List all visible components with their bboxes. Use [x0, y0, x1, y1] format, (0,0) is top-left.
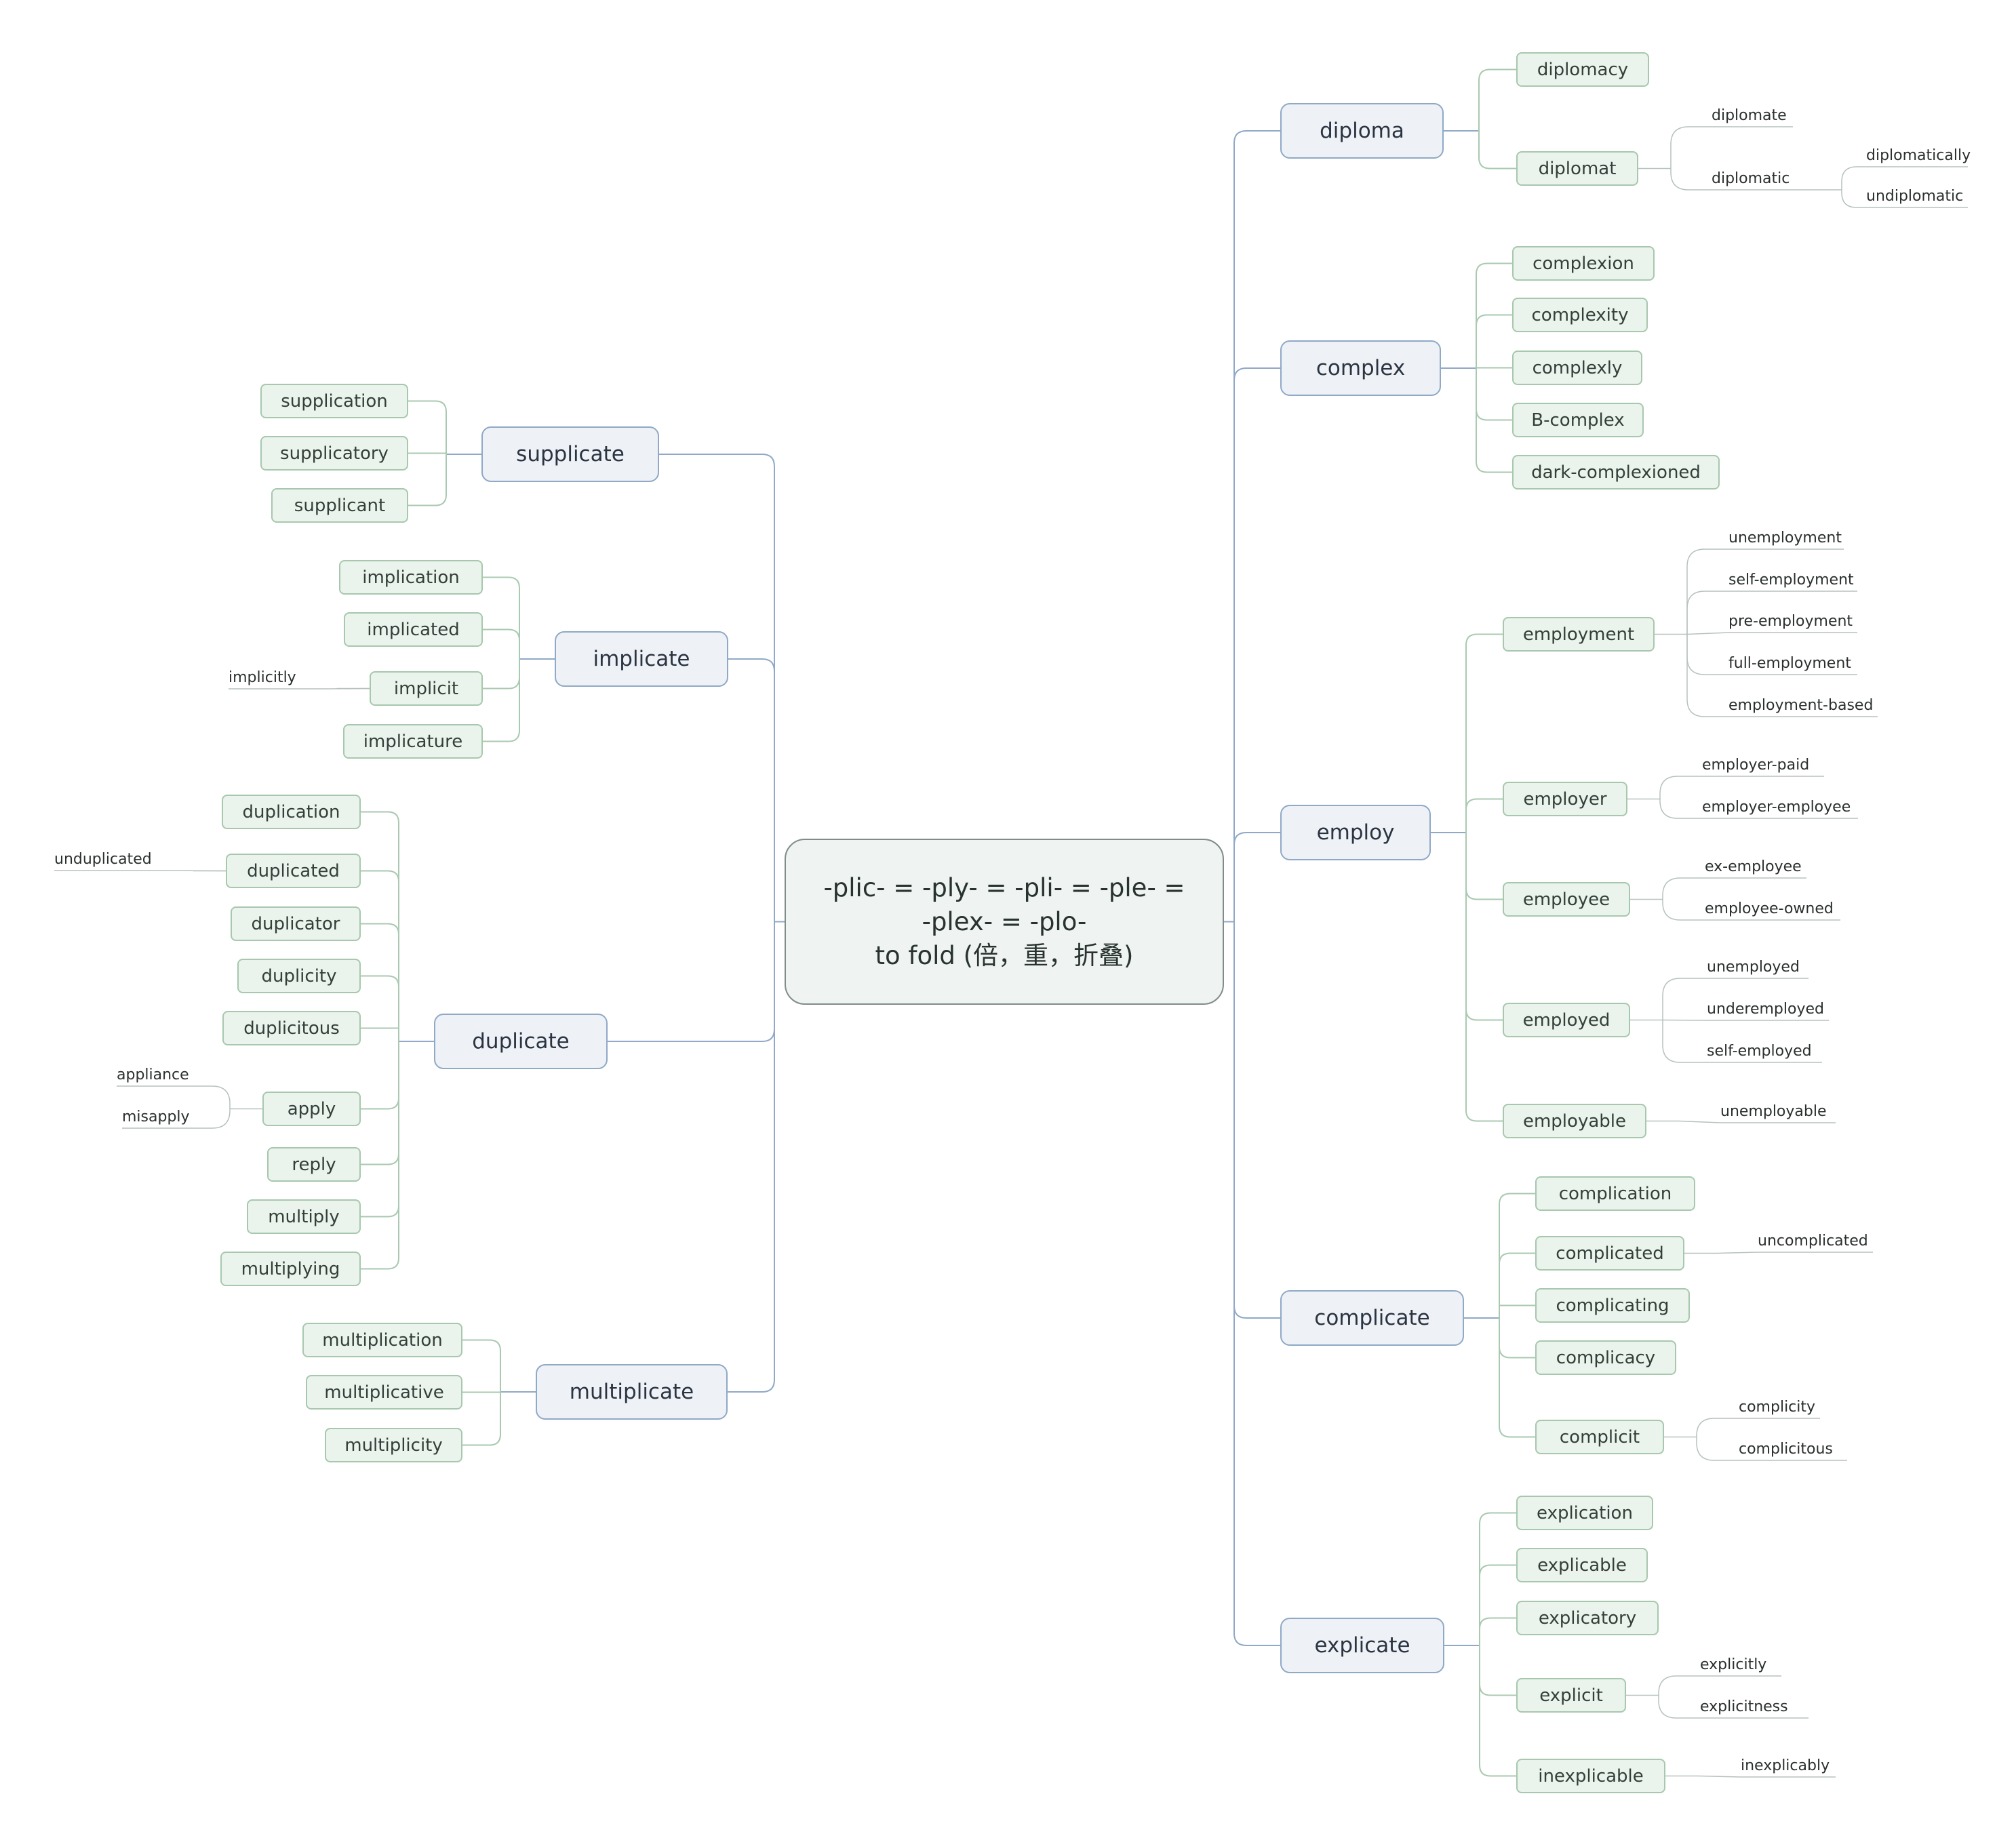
- word-employment-based[interactable]: employment-based: [1728, 697, 1874, 714]
- word-unemployable[interactable]: unemployable: [1720, 1103, 1827, 1120]
- word-employer-paid[interactable]: employer-paid: [1702, 757, 1810, 774]
- topic-supplication[interactable]: supplication: [260, 384, 408, 418]
- word-unemployment[interactable]: unemployment: [1728, 530, 1842, 546]
- branch-diploma[interactable]: diploma: [1280, 103, 1444, 159]
- word-complicity[interactable]: complicity: [1739, 1399, 1816, 1416]
- topic-diplomacy[interactable]: diplomacy: [1516, 52, 1649, 87]
- topic-duplication[interactable]: duplication: [222, 795, 361, 829]
- branch-complicate[interactable]: complicate: [1280, 1290, 1464, 1346]
- branch-implicate[interactable]: implicate: [555, 631, 728, 687]
- branch-supplicate[interactable]: supplicate: [481, 426, 659, 482]
- topic-dark-complexioned[interactable]: dark-complexioned: [1512, 455, 1720, 490]
- word-full-employment[interactable]: full-employment: [1728, 655, 1851, 672]
- topic-employment[interactable]: employment: [1503, 617, 1655, 652]
- word-self-employed[interactable]: self-employed: [1707, 1043, 1812, 1060]
- topic-complexity[interactable]: complexity: [1512, 298, 1648, 332]
- word-uncomplicated[interactable]: uncomplicated: [1758, 1233, 1868, 1250]
- topic-complicit[interactable]: complicit: [1535, 1420, 1664, 1454]
- topic-explicatory[interactable]: explicatory: [1516, 1601, 1659, 1635]
- topic-duplicator[interactable]: duplicator: [231, 906, 361, 941]
- topic-supplicatory[interactable]: supplicatory: [260, 436, 408, 471]
- topic-complicating[interactable]: complicating: [1535, 1288, 1690, 1323]
- branch-duplicate[interactable]: duplicate: [434, 1014, 608, 1069]
- topic-multiplicative[interactable]: multiplicative: [306, 1375, 462, 1410]
- topic-implicated[interactable]: implicated: [344, 612, 483, 647]
- central-topic-line: to fold (倍，重，折叠): [875, 940, 1134, 970]
- topic-b-complex[interactable]: B-complex: [1512, 403, 1644, 437]
- word-unduplicated[interactable]: unduplicated: [54, 851, 152, 868]
- branch-explicate[interactable]: explicate: [1280, 1618, 1444, 1673]
- topic-diplomat[interactable]: diplomat: [1516, 151, 1638, 186]
- word-pre-employment[interactable]: pre-employment: [1728, 613, 1853, 630]
- topic-explication[interactable]: explication: [1516, 1496, 1653, 1530]
- topic-supplicant[interactable]: supplicant: [271, 488, 408, 523]
- topic-implicit[interactable]: implicit: [370, 671, 483, 706]
- topic-reply[interactable]: reply: [267, 1147, 361, 1182]
- topic-complexly[interactable]: complexly: [1512, 351, 1642, 385]
- branch-employ[interactable]: employ: [1280, 805, 1431, 860]
- topic-implication[interactable]: implication: [339, 560, 483, 595]
- topic-multiplicity[interactable]: multiplicity: [325, 1428, 462, 1462]
- word-ex-employee[interactable]: ex-employee: [1705, 858, 1802, 875]
- word-self-employment[interactable]: self-employment: [1728, 572, 1854, 588]
- word-employer-employee[interactable]: employer-employee: [1702, 799, 1851, 816]
- word-explicitness[interactable]: explicitness: [1700, 1698, 1788, 1715]
- word-underemployed[interactable]: underemployed: [1707, 1001, 1824, 1018]
- branch-complex[interactable]: complex: [1280, 340, 1441, 396]
- topic-explicable[interactable]: explicable: [1516, 1548, 1648, 1582]
- topic-employer[interactable]: employer: [1503, 782, 1627, 816]
- topic-implicature[interactable]: implicature: [343, 724, 483, 759]
- topic-complicated[interactable]: complicated: [1535, 1236, 1684, 1271]
- topic-complicacy[interactable]: complicacy: [1535, 1340, 1676, 1375]
- word-undiplomatic[interactable]: undiplomatic: [1866, 188, 1964, 205]
- word-misapply[interactable]: misapply: [122, 1108, 190, 1125]
- word-inexplicably[interactable]: inexplicably: [1741, 1757, 1830, 1774]
- central-topic-line: -plic- = -ply- = -pli- = -ple- =: [823, 873, 1185, 902]
- topic-multiplication[interactable]: multiplication: [302, 1323, 462, 1357]
- word-diplomate[interactable]: diplomate: [1712, 107, 1787, 124]
- word-diplomatically[interactable]: diplomatically: [1866, 147, 1971, 164]
- topic-inexplicable[interactable]: inexplicable: [1516, 1759, 1665, 1793]
- topic-duplicitous[interactable]: duplicitous: [222, 1011, 361, 1045]
- topic-employed[interactable]: employed: [1503, 1003, 1630, 1037]
- central-topic[interactable]: -plic- = -ply- = -pli- = -ple- = -plex- =…: [785, 839, 1224, 1005]
- word-employee-owned[interactable]: employee-owned: [1705, 900, 1834, 917]
- central-topic-line: -plex- = -plo-: [922, 906, 1087, 936]
- branch-multiplicate[interactable]: multiplicate: [536, 1364, 728, 1420]
- word-diplomatic[interactable]: diplomatic: [1712, 170, 1790, 187]
- topic-employable[interactable]: employable: [1503, 1104, 1646, 1138]
- topic-duplicated[interactable]: duplicated: [226, 854, 361, 888]
- word-appliance[interactable]: appliance: [117, 1066, 189, 1083]
- topic-employee[interactable]: employee: [1503, 882, 1630, 917]
- topic-complexion[interactable]: complexion: [1512, 246, 1655, 281]
- topic-multiplying[interactable]: multiplying: [220, 1252, 361, 1286]
- topic-explicit[interactable]: explicit: [1516, 1678, 1626, 1713]
- topic-duplicity[interactable]: duplicity: [237, 959, 361, 993]
- word-implicitly[interactable]: implicitly: [229, 669, 296, 686]
- word-explicitly[interactable]: explicitly: [1700, 1656, 1767, 1673]
- topic-complication[interactable]: complication: [1535, 1176, 1695, 1211]
- word-unemployed[interactable]: unemployed: [1707, 959, 1800, 976]
- topic-multiply[interactable]: multiply: [247, 1199, 361, 1234]
- topic-apply[interactable]: apply: [262, 1092, 361, 1126]
- word-complicitous[interactable]: complicitous: [1739, 1441, 1833, 1458]
